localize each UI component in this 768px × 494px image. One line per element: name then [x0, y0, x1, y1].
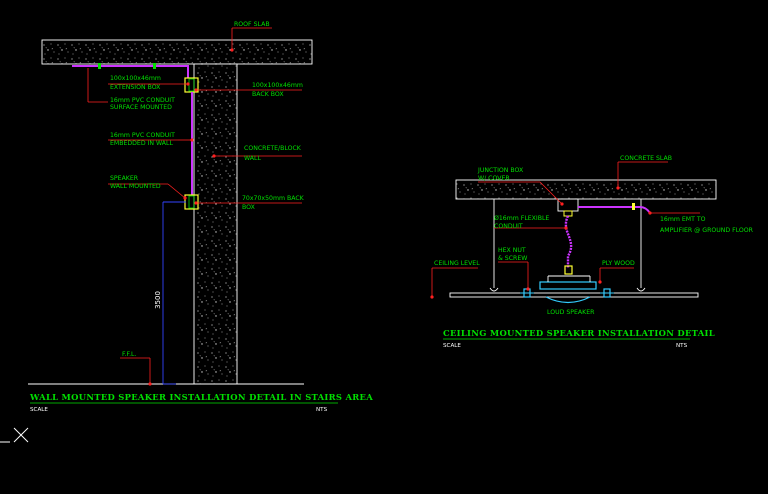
loud-speaker: [545, 296, 591, 304]
surface-conduit: [72, 65, 189, 78]
emt-label-2: AMPLIFIER @ GROUND FLOOR: [660, 226, 754, 234]
junction-box-label-2: W/ COVER: [478, 175, 510, 182]
back-box-top-label-1: 100x100x46mm: [252, 82, 303, 89]
ceiling-detail-scale-value: NTS: [676, 343, 688, 349]
embedded-conduit-label-2: EMBEDDED IN WALL: [110, 140, 173, 147]
ceiling-detail-title: CEILING MOUNTED SPEAKER INSTALLATION DET…: [443, 328, 715, 338]
speaker-label-2: WALL MOUNTED: [110, 183, 161, 190]
wall-label-1: CONCRETE/BLOCK: [244, 145, 302, 152]
height-dimension-text: 3500: [154, 291, 162, 309]
ceiling-mounted-detail: CONCRETE SLAB JUNCTION BOX W/ COVER Ø16m…: [430, 155, 754, 349]
hex-nut-label-2: & SCREW: [498, 255, 527, 262]
ply-wood-label: PLY WOOD: [602, 260, 635, 267]
surface-conduit-label-1: 16mm PVC CONDUIT: [110, 97, 175, 104]
emt-conduit: [578, 206, 651, 214]
ceiling-board: [449, 292, 699, 298]
wall-label-2: WALL: [244, 155, 261, 162]
back-box-bottom-label-1: 70x70x50mm BACK: [242, 195, 305, 202]
junction-box-label-1: JUNCTION BOX: [477, 167, 524, 174]
extension-box-label-1: 100x100x46mm: [110, 75, 161, 82]
concrete-block-wall: [193, 63, 238, 385]
concrete-slab-label: CONCRETE SLAB: [620, 155, 672, 162]
wall-mounted-detail: 3500 ROOF SLA: [28, 21, 373, 413]
flexible-conduit-label-2: CONDUIT: [494, 223, 523, 230]
ceiling-detail-scale-label: SCALE: [443, 343, 461, 349]
hex-nut-label-1: HEX NUT: [498, 247, 526, 254]
ceiling-level-label: CEILING LEVEL: [434, 260, 480, 267]
emt-label-1: 16mm EMT TO: [660, 216, 706, 223]
ffl-label: F.F.L.: [122, 351, 137, 358]
back-box-top-label-2: BACK BOX: [252, 91, 284, 98]
ceiling-leaders: [430, 161, 700, 299]
wall-detail-scale-label: SCALE: [30, 407, 48, 413]
ucs-crosshair-icon[interactable]: [0, 427, 29, 443]
flexible-conduit: [564, 215, 573, 268]
loud-speaker-label: LOUD SPEAKER: [547, 309, 595, 316]
wall-leaders: [87, 27, 302, 386]
surface-conduit-label-2: SURFACE MOUNTED: [110, 104, 172, 111]
back-box-bottom-label-2: BOX: [242, 204, 256, 211]
roof-slab-label: ROOF SLAB: [234, 21, 270, 28]
speaker-label-1: SPEAKER: [110, 175, 139, 182]
concrete-slab: [455, 179, 717, 200]
embedded-conduit-label-1: 16mm PVC CONDUIT: [110, 132, 175, 139]
wall-detail-scale-value: NTS: [316, 407, 328, 413]
extension-box-label-2: EXTENSION BOX: [110, 84, 161, 91]
roof-slab: [41, 39, 313, 65]
wall-detail-title: WALL MOUNTED SPEAKER INSTALLATION DETAIL…: [29, 392, 373, 402]
ply-wood: [539, 281, 597, 290]
flexible-conduit-label-1: Ø16mm FLEXIBLE: [494, 214, 549, 222]
